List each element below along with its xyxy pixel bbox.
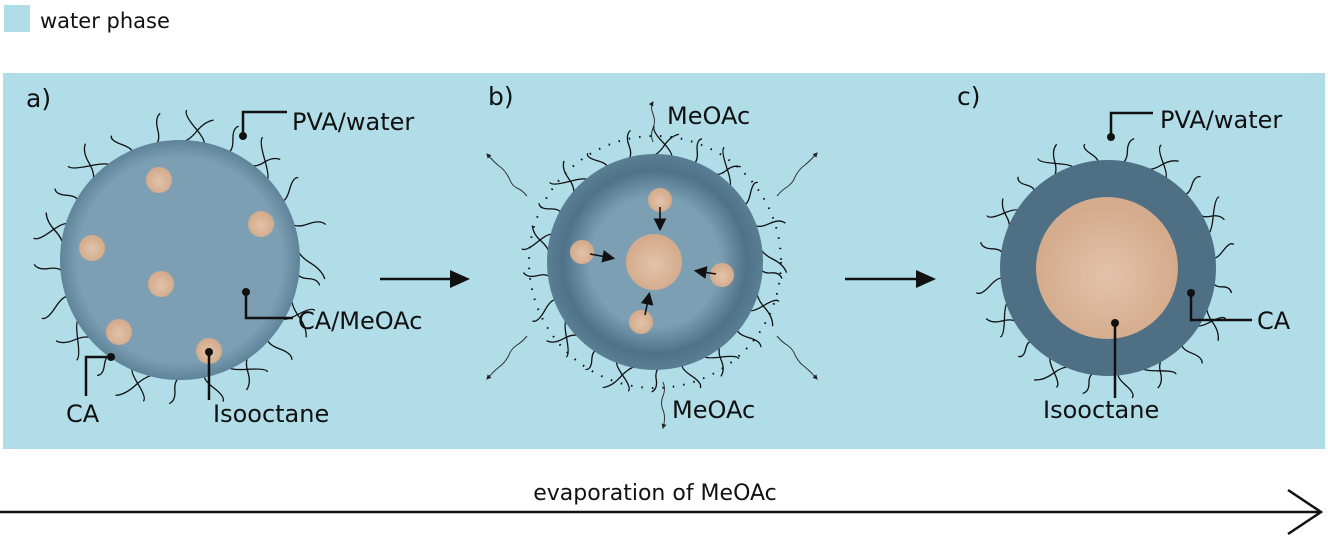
- isooctane-core: [1036, 197, 1178, 339]
- leader-dot: [239, 132, 247, 140]
- leader-line: [241, 110, 287, 136]
- panel-c: c) PVA/water CA Isooctane: [957, 82, 1291, 424]
- label-isooctane: Isooctane: [1043, 396, 1159, 424]
- pva-chain: [203, 373, 224, 402]
- isooctane-droplet: [146, 167, 172, 193]
- coalescence-arrows: [589, 207, 717, 316]
- pva-chain: [532, 299, 558, 322]
- leader-line: [84, 355, 111, 396]
- leader-dot: [205, 348, 213, 356]
- pva-chain: [185, 109, 205, 146]
- isooctane-droplet: [648, 188, 672, 212]
- panel-a-label: a): [26, 84, 51, 113]
- label-ca: CA: [66, 400, 100, 428]
- pva-chain: [260, 136, 269, 182]
- leader-line: [1189, 293, 1252, 322]
- leader-line: [1109, 111, 1153, 137]
- label-ca-meoac: CA/MeOAc: [298, 307, 422, 335]
- evaporation-timeline: evaporation of MeOAc: [0, 481, 1324, 536]
- legend-label: water phase: [40, 9, 170, 33]
- timeline-label: evaporation of MeOAc: [533, 481, 777, 506]
- label-pva-water: PVA/water: [292, 108, 414, 136]
- pva-chain: [41, 295, 70, 320]
- label-meoac-top: MeOAc: [667, 102, 750, 130]
- pva-chain: [653, 125, 673, 159]
- leader-dot: [1107, 133, 1115, 141]
- panel-b: b) MeOAc MeOAc: [486, 82, 818, 429]
- label-ca: CA: [1257, 307, 1291, 335]
- label-meoac-bottom: MeOAc: [672, 396, 755, 424]
- isooctane-droplet: [248, 211, 274, 237]
- step-arrow: [845, 270, 936, 288]
- isooctane-droplet: [710, 263, 734, 287]
- isooctane-droplet: [79, 235, 105, 261]
- leader-dot: [1111, 319, 1119, 327]
- leader-dot: [242, 288, 250, 296]
- pva-chain: [33, 222, 70, 240]
- isooctane-core: [626, 234, 682, 290]
- isooctane-droplet: [629, 310, 653, 334]
- legend-swatch: [4, 5, 30, 32]
- pva-chain: [266, 337, 293, 360]
- isooctane-droplet: [570, 240, 594, 264]
- label-isooctane: Isooctane: [213, 400, 329, 428]
- step-arrow: [380, 270, 470, 288]
- meoac-evaporation-paths: [486, 101, 818, 429]
- label-pva-water: PVA/water: [1160, 106, 1282, 134]
- leader-dot: [107, 353, 115, 361]
- panel-b-label: b): [488, 82, 514, 111]
- leader-dot: [1187, 289, 1195, 297]
- isooctane-droplet: [106, 319, 132, 345]
- isooctane-droplet: [148, 271, 174, 297]
- panel-c-label: c): [957, 82, 981, 111]
- panel-a: a) PVA/water CA/MeOAc CA Isooctane: [26, 84, 422, 428]
- leader-line: [244, 292, 293, 320]
- evaporation-boundary: [528, 135, 782, 389]
